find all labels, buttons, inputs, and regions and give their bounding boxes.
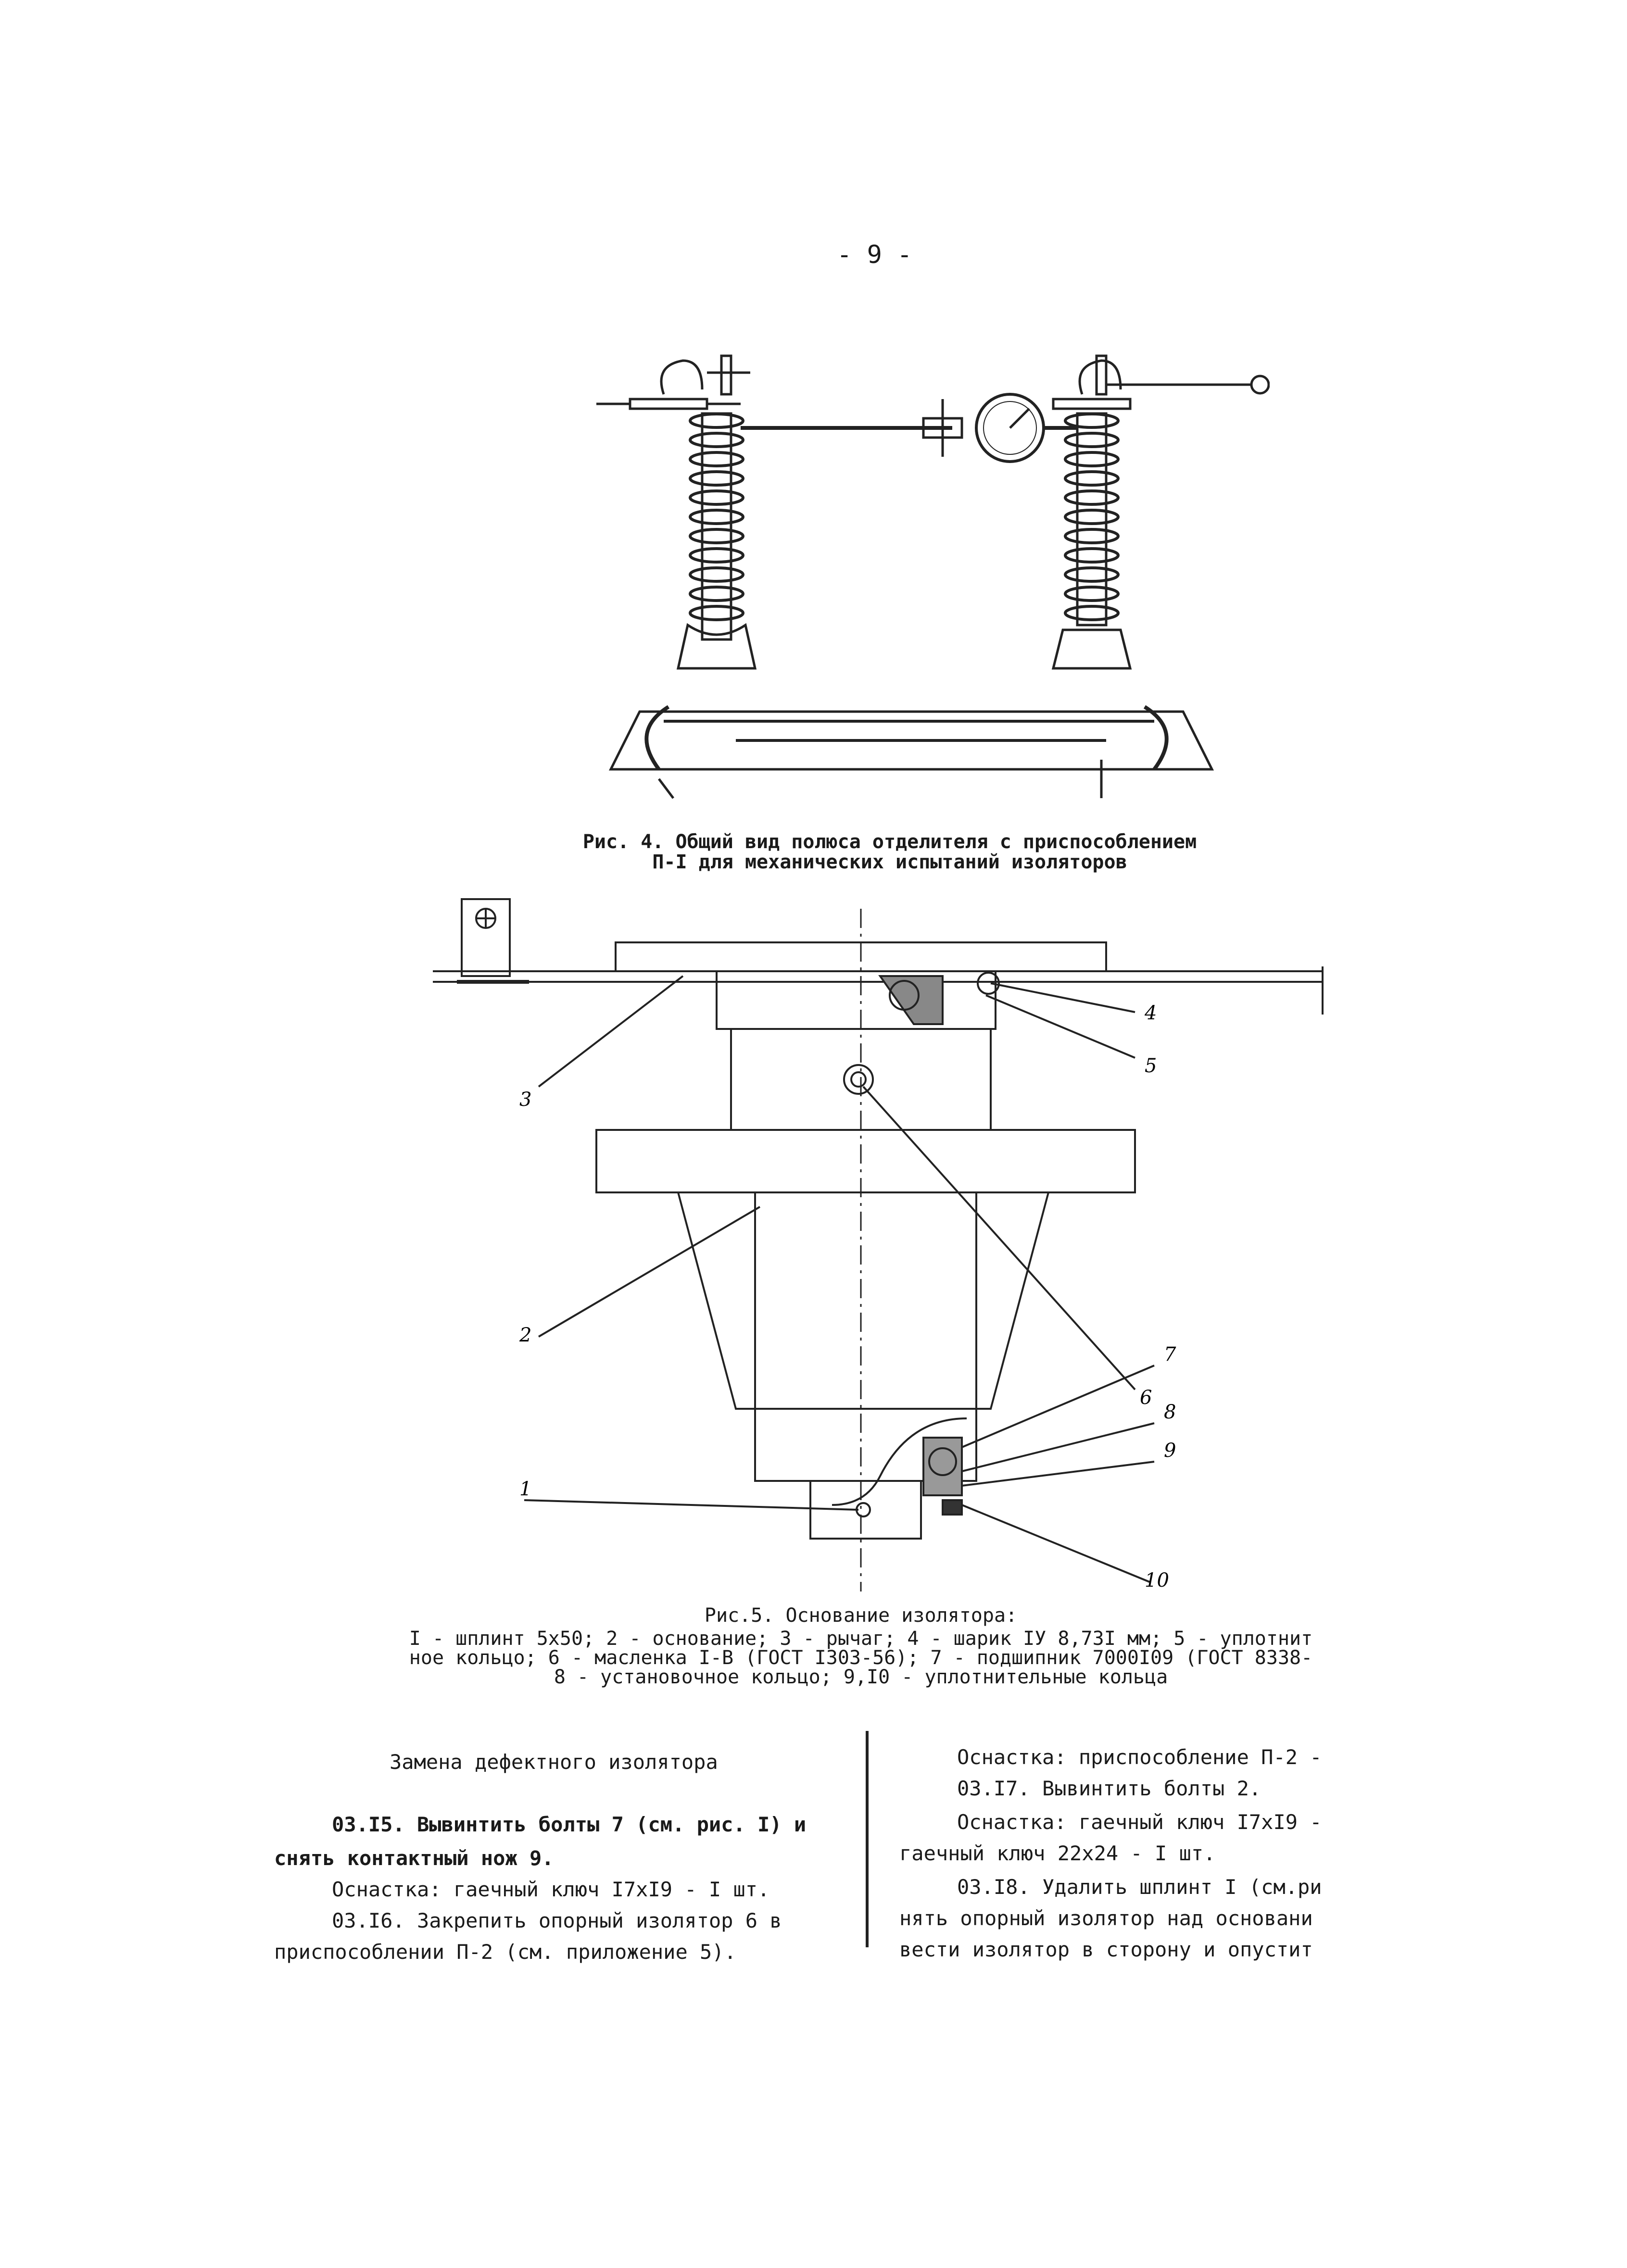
label-3: 3 — [519, 1089, 531, 1111]
figure-5-drawing: 3 4 5 6 2 7 8 9 1 10 — [433, 898, 1324, 1591]
right-l4: гаечный ключ 22x24 - I шт. — [899, 1842, 1216, 1865]
right-l6: нять опорный изолятор над основани — [899, 1906, 1313, 1930]
label-6: 6 — [1140, 1387, 1152, 1409]
figure-5-title: Рис.5. Основание изолятора: — [704, 1604, 1018, 1627]
right-l3: Оснастка: гаечный ключ I7xI9 - — [957, 1810, 1322, 1834]
label-5: 5 — [1145, 1055, 1157, 1077]
left-p3-line1: 03.I6. Закрепить опорный изолятор 6 в — [332, 1909, 782, 1932]
right-l7: вести изолятор в сторону и опустит — [899, 1938, 1313, 1961]
section-heading: Замена дефектного изолятора — [390, 1750, 718, 1774]
label-4: 4 — [1144, 1002, 1157, 1024]
label-9: 9 — [1164, 1440, 1176, 1462]
figure-5-legend-line3: 8 - установочное кольцо; 9,I0 - уплотнит… — [554, 1666, 1168, 1688]
left-p2: Оснастка: гаечный ключ I7xI9 - I шт. — [332, 1878, 770, 1901]
left-p1-line1: 03.I5. Вывинтить болты 7 (см. рис. I) и — [332, 1813, 807, 1836]
right-l5: 03.I8. Удалить шплинт I (см.ри — [957, 1875, 1322, 1899]
column-divider — [866, 1731, 869, 1947]
page-number: - 9 - — [837, 240, 912, 269]
figure-4-caption-line1: Рис. 4. Общий вид полюса отделителя с пр… — [582, 831, 1197, 853]
figure-4-caption-line2: П-I для механических испытаний изоляторо… — [652, 851, 1127, 873]
right-l2: 03.I7. Вывинтить болты 2. — [957, 1777, 1261, 1800]
label-10: 10 — [1145, 1569, 1169, 1591]
figure-5-caption: Рис.5. Основание изолятора: I - шплинт 5… — [337, 1606, 1385, 1687]
figure-5-legend-line2: ное кольцо; 6 - масленка I-В (ГОСТ I303-… — [409, 1647, 1313, 1669]
left-p1-line2: снять контактный нож 9. — [274, 1846, 554, 1870]
right-l1: Оснастка: приспособление П-2 - — [957, 1745, 1322, 1769]
figure-4-caption: Рис. 4. Общий вид полюса отделителя с пр… — [433, 832, 1347, 872]
label-1: 1 — [519, 1478, 531, 1500]
label-7: 7 — [1164, 1343, 1176, 1366]
label-2: 2 — [519, 1324, 531, 1346]
figure-5-legend-line1: I - шплинт 5x50; 2 - основание; 3 - рыча… — [409, 1628, 1313, 1650]
left-p3-line2: приспособлении П-2 (см. приложение 5). — [274, 1940, 736, 1964]
label-8: 8 — [1164, 1401, 1176, 1423]
figure-4-drawing — [596, 354, 1270, 799]
